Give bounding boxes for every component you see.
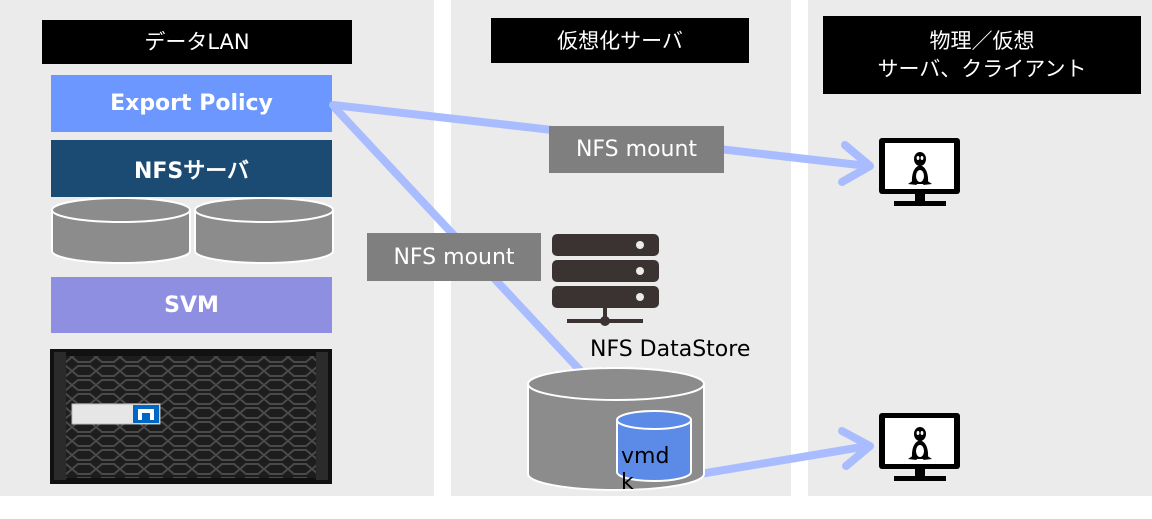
vmdk-label: vmd k [621,444,670,495]
vmdk-mount-arrow [696,427,874,478]
storage-appliance-icon [50,349,332,484]
nfs-datastore-label: NFS DataStore [590,337,751,362]
netapp-logo-icon [133,405,159,423]
nfs-mount-label-left: NFS mount [367,233,541,281]
nfs-server-block: NFSサーバ [51,140,332,197]
column-title-clients: 物理／仮想 サーバ、クライアント [823,16,1141,94]
linux-monitor-icon [879,138,960,206]
disk-cylinder-icon [51,197,191,264]
nfs-mount-label-right: NFS mount [549,126,724,173]
column-title-data-lan: データLAN [42,20,352,64]
linux-monitor-icon [879,413,960,481]
disk-cylinder-icon [194,197,334,264]
svm-block: SVM [51,277,332,333]
vmdk-cylinder-icon [616,410,692,482]
export-policy-block: Export Policy [51,75,332,132]
column-title-virtual-server: 仮想化サーバ [491,18,749,63]
